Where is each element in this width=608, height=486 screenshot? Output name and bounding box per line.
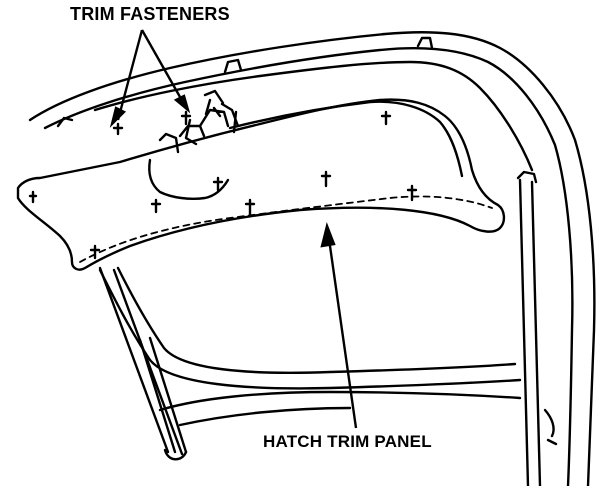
- fastener: [212, 176, 224, 192]
- arrowhead: [173, 94, 191, 114]
- left-strut-end: [163, 448, 188, 461]
- leader-line-fastener-right: [140, 29, 186, 105]
- fastener: [150, 198, 162, 214]
- arrowhead: [320, 222, 336, 248]
- hatch-top-bump: [56, 116, 74, 128]
- latch-mechanism: [158, 102, 240, 154]
- latch-housing: [148, 158, 230, 200]
- latch-bracket: [184, 89, 225, 146]
- hatch-top-bump: [223, 58, 243, 74]
- fastener: [244, 198, 256, 216]
- fastener: [320, 170, 332, 188]
- right-strut: [518, 178, 542, 486]
- arrowhead: [109, 106, 127, 128]
- leader-line-trim-panel: [326, 231, 358, 429]
- trim-panel-outline: [16, 98, 506, 271]
- trim-fasteners-label: TRIM FASTENERS: [70, 4, 230, 24]
- trim-panel-dashed-line: [79, 195, 493, 263]
- hatch-top-bump: [416, 36, 434, 50]
- hatch-inner-edge: [93, 60, 534, 172]
- hatch-outer-outline: [28, 31, 596, 486]
- hatch-inner-outline: [43, 46, 574, 486]
- fastener: [89, 244, 101, 260]
- fastener: [28, 190, 38, 204]
- window-opening-outline: [98, 268, 522, 390]
- fastener-group: [28, 110, 418, 260]
- trim-panel-upper-edge: [228, 100, 464, 178]
- fastener: [112, 122, 124, 136]
- lower-body-line-2: [178, 406, 352, 427]
- leader-line-fastener-left: [116, 29, 144, 121]
- hatch-trim-panel-label: HATCH TRIM PANEL: [263, 432, 432, 451]
- right-strut-lower-detail: [543, 408, 558, 446]
- fastener: [380, 110, 392, 126]
- fastener: [180, 110, 192, 126]
- left-strut-rod: [138, 336, 188, 454]
- lower-body-line: [158, 390, 522, 412]
- window-opening-inner: [116, 266, 517, 374]
- right-strut-top: [516, 170, 538, 184]
- fastener: [406, 184, 418, 202]
